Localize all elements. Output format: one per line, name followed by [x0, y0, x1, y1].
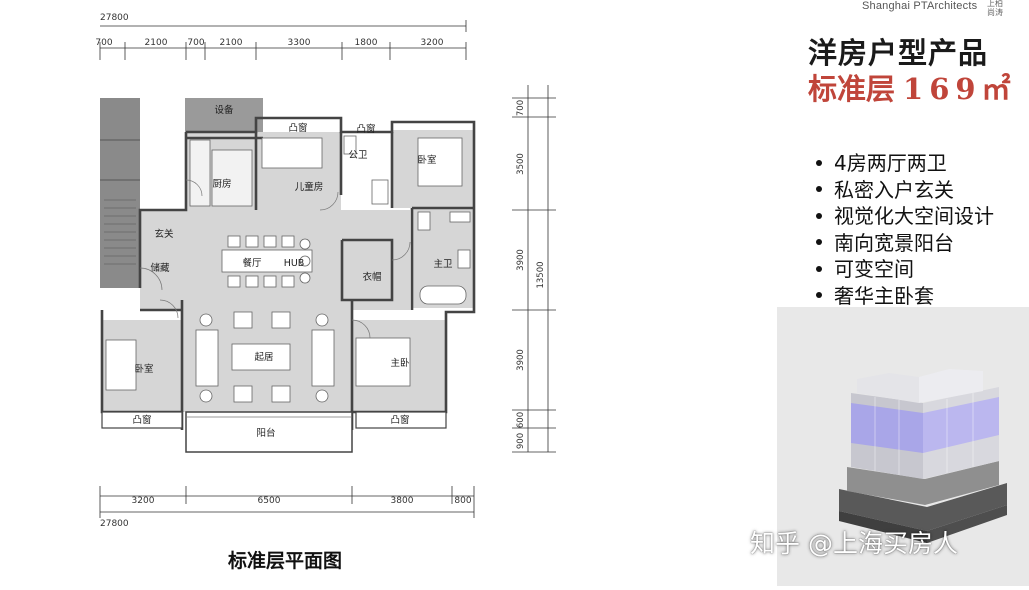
stair-core — [100, 98, 140, 288]
feature-text: 4房两厅两卫 — [834, 151, 947, 175]
room-living: 起居 — [254, 352, 273, 363]
bottom-dim-1: 3200 — [132, 496, 155, 506]
room-master-wc: 主卫 — [433, 258, 453, 270]
feature-text: 南向宽景阳台 — [834, 230, 954, 255]
right-dim-6: 900 — [516, 433, 526, 449]
top-dim-6: 1800 — [355, 38, 378, 48]
feature-item: 4房两厅两卫 — [816, 150, 994, 177]
room-storage: 储藏 — [150, 262, 170, 274]
top-dim-4: 2100 — [220, 38, 243, 48]
room-bay-window-3: 凸窗 — [132, 414, 151, 426]
feature-text: 私密入户玄关 — [834, 177, 954, 202]
bullet-icon — [816, 265, 822, 272]
top-dim-3: 700 — [187, 38, 204, 48]
bottom-dim-2: 6500 — [258, 496, 281, 506]
feature-item: 可变空间 — [816, 256, 994, 283]
bullet-icon — [816, 212, 822, 219]
room-kids-room: 儿童房 — [295, 181, 324, 193]
room-public-wc: 公卫 — [348, 150, 368, 161]
bottom-dim-3: 3800 — [391, 496, 414, 506]
room-balcony: 阳台 — [256, 427, 275, 439]
feature-item: 私密入户玄关 — [816, 177, 994, 204]
room-bay-window-1: 凸窗 — [288, 122, 307, 134]
brand-logo-text: Shanghai PTArchitects — [862, 0, 978, 12]
bottom-dim-4: 800 — [454, 496, 471, 506]
beds — [105, 137, 463, 391]
right-dim-2: 3500 — [516, 153, 526, 175]
feature-item: 视觉化大空间设计 — [816, 203, 994, 230]
room-foyer: 玄关 — [154, 228, 174, 240]
bottom-dimension-chain — [99, 486, 475, 518]
right-total-dim: 13500 — [536, 261, 546, 288]
right-dim-4: 3900 — [516, 349, 526, 371]
door-swings — [139, 179, 411, 339]
feature-list: 4房两厅两卫 私密入户玄关 视觉化大空间设计 南向宽景阳台 可变空间 奢华主卧套 — [816, 150, 994, 309]
dining-table — [221, 235, 313, 288]
room-bedroom-sw: 卧室 — [134, 363, 153, 375]
balcony — [185, 411, 353, 453]
bullet-icon — [816, 186, 822, 192]
room-dining: 餐厅 — [242, 257, 262, 269]
room-hub: HUB — [284, 258, 305, 269]
walls — [100, 116, 476, 430]
feature-item: 奢华主卧套 — [816, 283, 994, 310]
subtitle-label: 标准层 — [808, 72, 896, 106]
watermark: 知乎 @上海买房人 — [750, 529, 958, 558]
bay-window-se — [355, 411, 447, 429]
brand-sub-label: 上柏 尚涛 — [987, 0, 1003, 17]
building-render — [777, 307, 1029, 586]
right-dimension-chain — [512, 85, 556, 453]
feature-text: 视觉化大空间设计 — [834, 204, 994, 228]
top-dim-2: 2100 — [145, 38, 168, 48]
right-dim-1: 700 — [516, 100, 526, 116]
right-dim-5: 600 — [516, 412, 526, 428]
bullet-icon — [816, 159, 822, 166]
bullet-icon — [816, 239, 822, 245]
kitchen-fixtures — [189, 139, 253, 207]
bullet-icon — [816, 292, 822, 298]
feature-text: 奢华主卧套 — [834, 283, 934, 308]
feature-item: 南向宽景阳台 — [816, 230, 994, 257]
living-furniture — [195, 311, 335, 403]
top-dim-5: 3300 — [288, 38, 311, 48]
floor-plan: 27800 700 2100 700 2100 3300 1800 3200 — [95, 13, 556, 529]
top-dim-1: 700 — [95, 38, 112, 48]
bottom-total-dim: 27800 — [100, 519, 129, 529]
bath-fixtures — [343, 135, 471, 305]
floor-plan-drawing: 27800 700 2100 700 2100 3300 1800 3200 — [95, 13, 556, 529]
room-cloakroom: 衣帽 — [362, 271, 381, 283]
bay-window-sw — [101, 411, 183, 429]
plan-caption: 标准层平面图 — [228, 550, 343, 572]
room-master-bedroom: 主卧 — [390, 357, 410, 369]
room-equipment: 设备 — [214, 104, 234, 116]
room-bay-window-4: 凸窗 — [390, 414, 409, 426]
top-dimension-chain — [99, 20, 467, 60]
building-render-image — [777, 307, 1029, 586]
room-kitchen: 厨房 — [212, 178, 231, 190]
right-dim-3: 3900 — [516, 249, 526, 271]
room-bedroom-ne: 卧室 — [417, 154, 436, 166]
top-dim-7: 3200 — [421, 38, 444, 48]
room-bay-window-2: 凸窗 — [356, 123, 375, 135]
feature-text: 可变空间 — [834, 257, 914, 281]
top-total-dim: 27800 — [100, 13, 129, 23]
slide-title: 洋房户型产品 — [808, 36, 989, 70]
subtitle-area: 169㎡ — [903, 72, 1017, 106]
